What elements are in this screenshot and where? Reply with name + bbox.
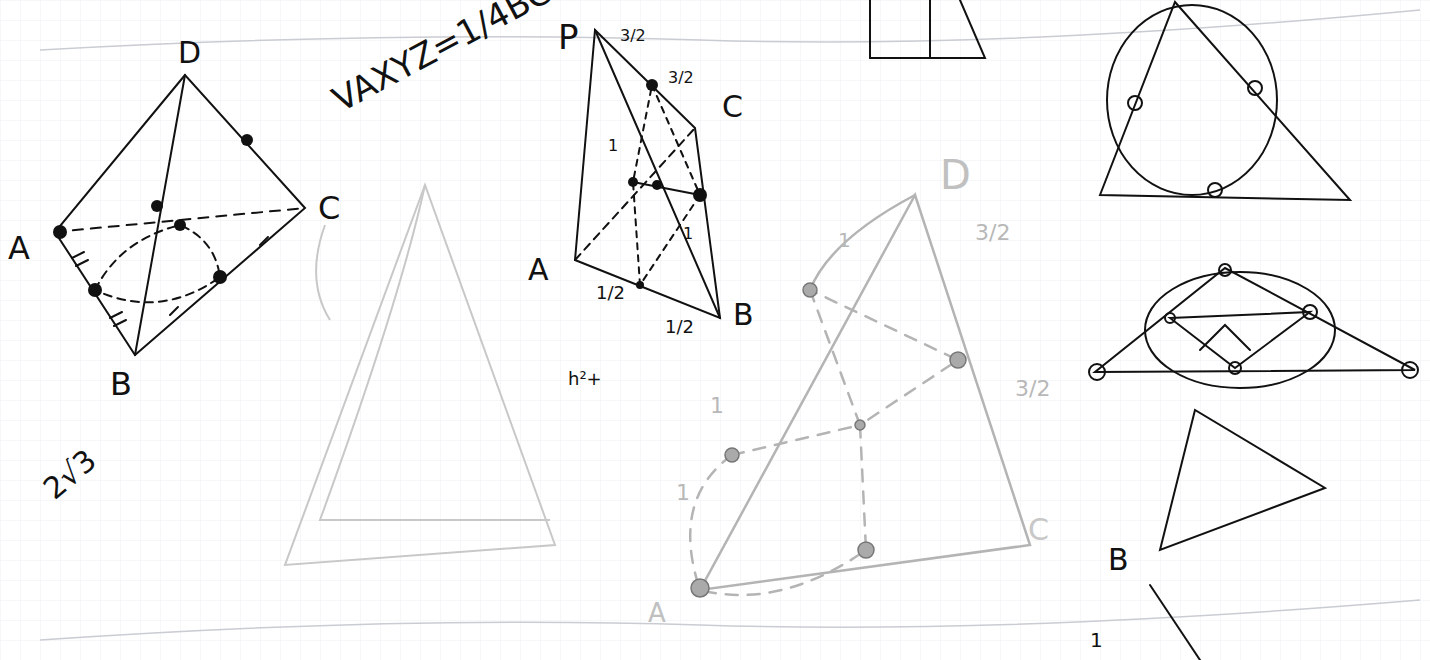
sketch-label: 3/2 [668,70,694,86]
sketch-label: 1 [1090,630,1103,650]
sketch-label: 3/2 [620,28,646,44]
sketch-label: A [648,600,666,626]
sketch-label: 1 [683,226,693,242]
sketch-label: C [1028,515,1049,545]
sketch-label: 1/2 [596,284,625,302]
sketch-label: B [1108,545,1129,575]
sketch-label: A [528,255,549,285]
sketch-label: C [722,92,743,122]
sketch-label: 1 [710,395,724,417]
sketch-label: A [8,232,30,264]
sketch-label: 3/2 [975,222,1010,244]
sketch-label: 3/2 [1015,378,1050,400]
sketch-label: D [178,38,201,68]
sketch-label: P [558,20,579,54]
sketch-label: 1 [676,482,690,504]
sketch-label: 1/2 [665,318,694,336]
sketch-label: B [733,300,754,330]
sketch-label: C [318,192,340,224]
sketch-label: h²+ [568,370,602,388]
sketch-label: B [110,368,132,400]
sketch-label: D [940,155,971,195]
sketch-label: 1 [608,138,618,154]
sketch-label: 1 [838,230,851,250]
